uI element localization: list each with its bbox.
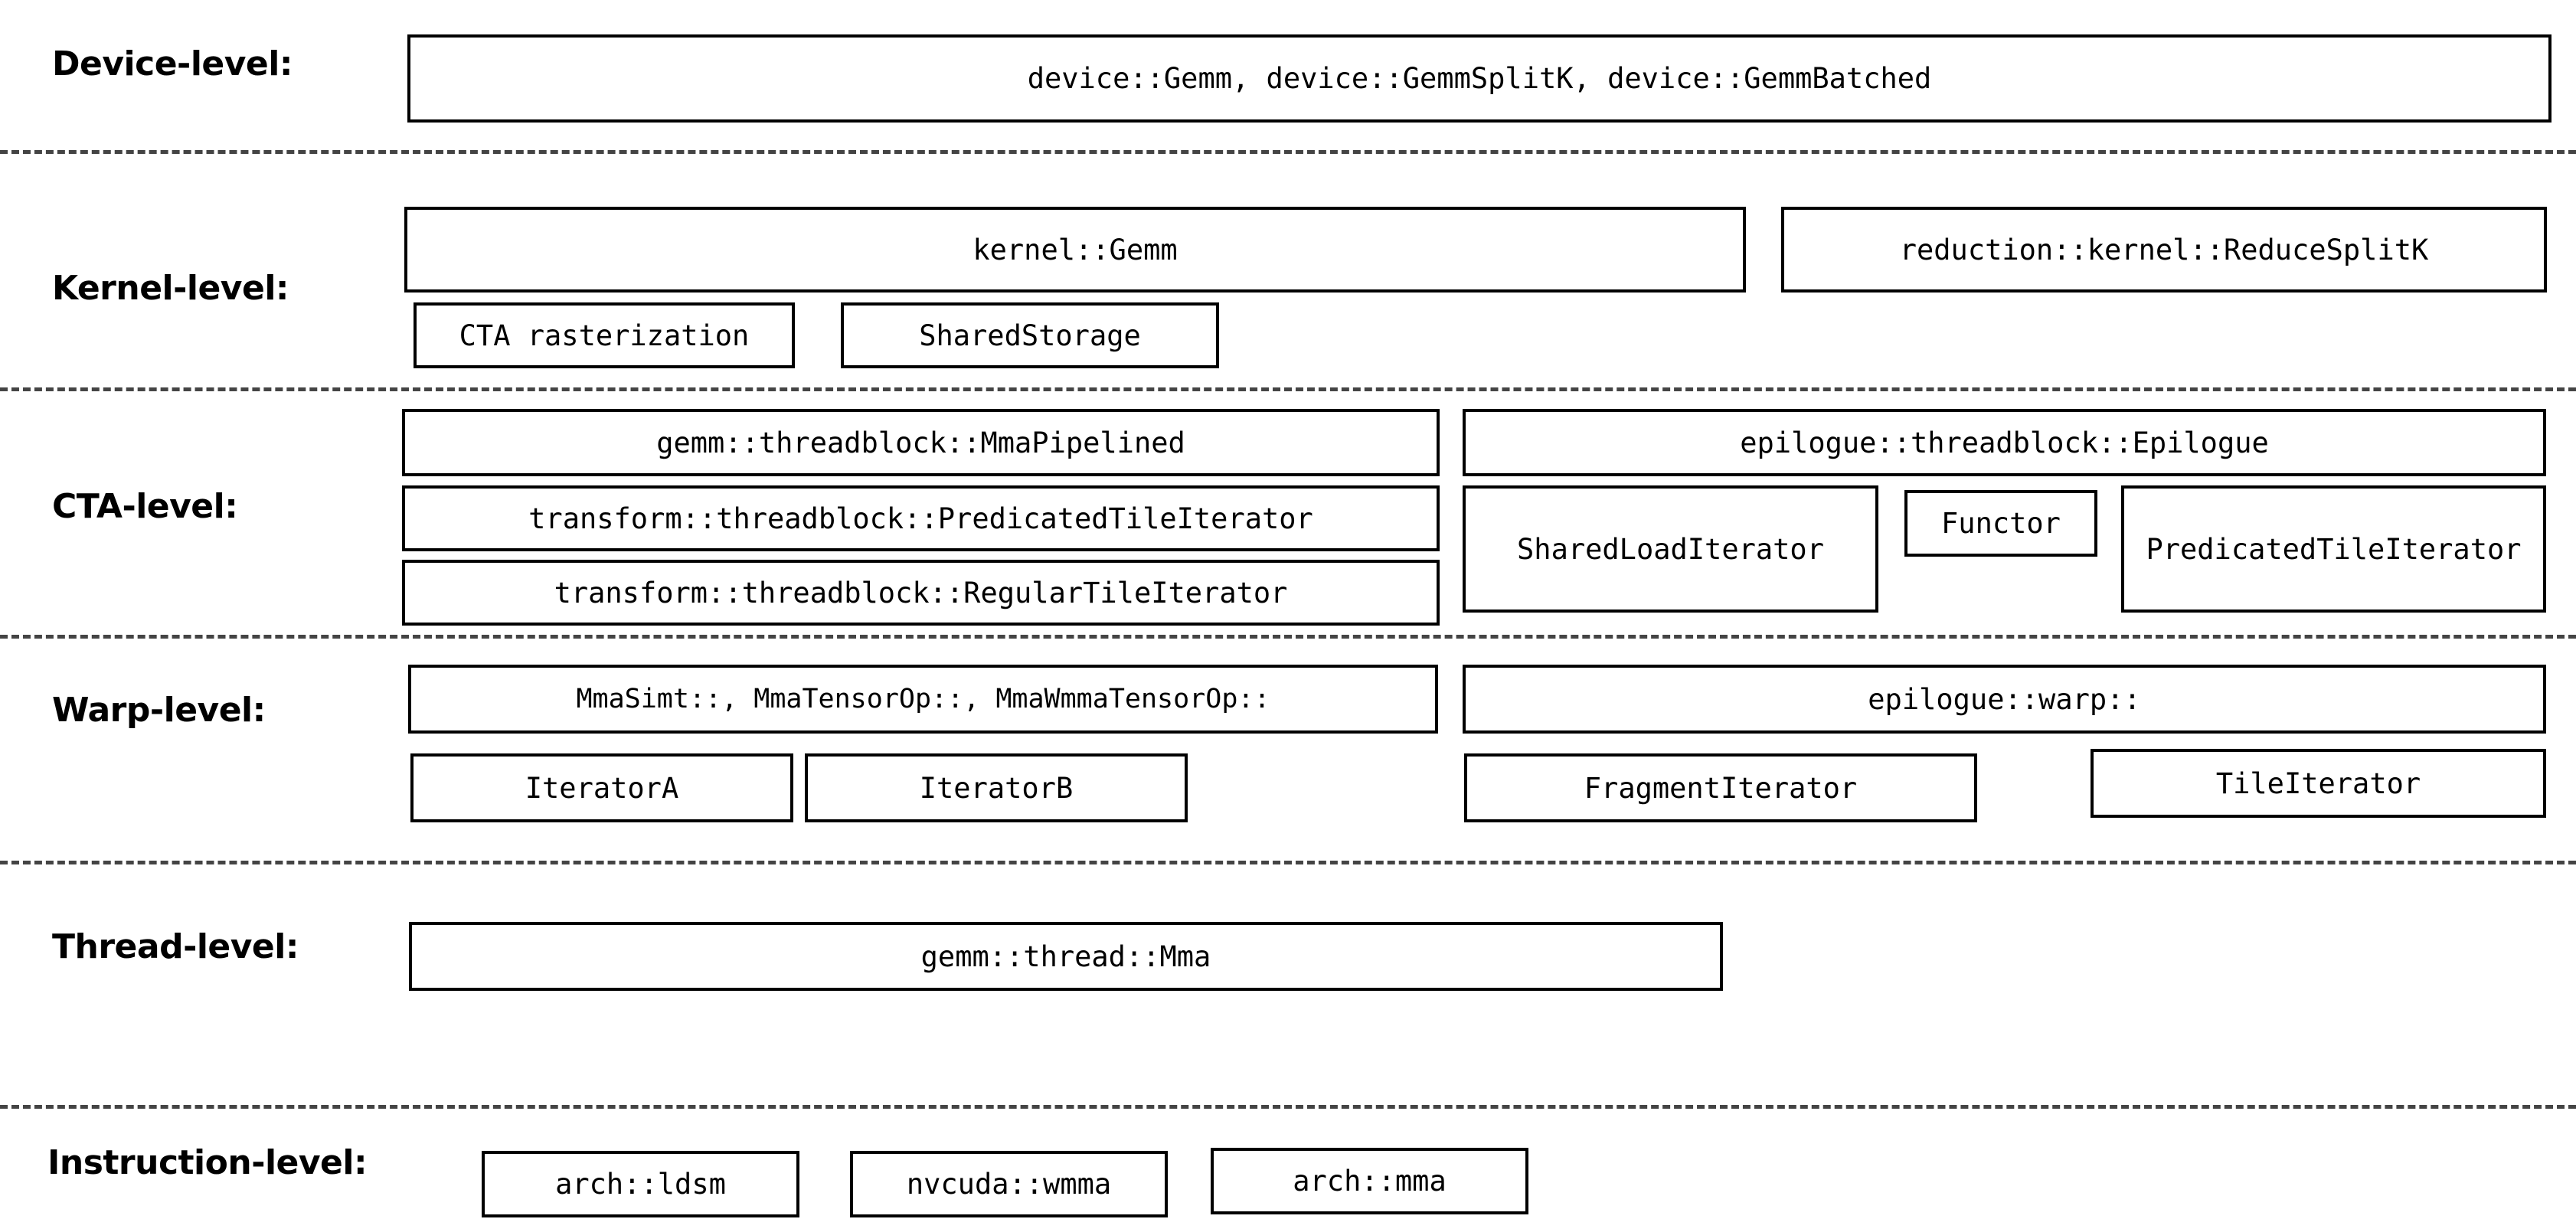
box-epilogue-threadblock-epilogue-label: epilogue::threadblock::Epilogue [1740,426,2269,459]
divider-cta-warp [0,635,2576,639]
box-gemm-threadblock-mmapipelined-label: gemm::threadblock::MmaPipelined [656,426,1185,459]
box-predicatedtileiterator-label: PredicatedTileIterator [2146,532,2522,566]
box-kernel-gemm-label: kernel::Gemm [973,233,1178,266]
box-cta-rasterization-label: CTA rasterization [459,319,750,352]
box-device-gemm-label: device::Gemm, device::GemmSplitK, device… [1027,62,1932,95]
box-iteratora-label: IteratorA [525,771,679,805]
box-gemm-thread-mma: gemm::thread::Mma [409,922,1723,991]
box-nvcuda-wmma-label: nvcuda::wmma [906,1168,1112,1201]
divider-device-kernel [0,150,2576,154]
box-mma-warp-ops: MmaSimt::, MmaTensorOp::, MmaWmmaTensorO… [408,665,1438,734]
box-functor-label: Functor [1941,507,2061,540]
box-reduction-kernel-reducesplitk-label: reduction::kernel::ReduceSplitK [1899,233,2429,266]
box-kernel-gemm: kernel::Gemm [404,207,1746,292]
box-epilogue-warp: epilogue::warp:: [1463,665,2546,734]
box-functor: Functor [1904,490,2097,557]
box-device-gemm: device::Gemm, device::GemmSplitK, device… [407,34,2551,123]
box-predicatedtileiterator: PredicatedTileIterator [2121,485,2546,613]
box-epilogue-warp-label: epilogue::warp:: [1868,682,2141,716]
level-label-instruction: Instruction-level: [47,1143,368,1182]
box-mma-warp-ops-label: MmaSimt::, MmaTensorOp::, MmaWmmaTensorO… [576,683,1270,714]
box-transform-threadblock-predicatedtileiterator-label: transform::threadblock::PredicatedTileIt… [528,502,1313,535]
level-label-thread: Thread-level: [52,927,299,966]
divider-kernel-cta [0,387,2576,391]
box-arch-mma: arch::mma [1211,1148,1528,1214]
box-tileiterator-label: TileIterator [2215,766,2421,800]
box-epilogue-threadblock-epilogue: epilogue::threadblock::Epilogue [1463,409,2546,476]
level-label-kernel: Kernel-level: [52,269,289,308]
box-gemm-threadblock-mmapipelined: gemm::threadblock::MmaPipelined [402,409,1440,476]
box-nvcuda-wmma: nvcuda::wmma [850,1151,1168,1217]
divider-warp-thread [0,861,2576,864]
box-reduction-kernel-reducesplitk: reduction::kernel::ReduceSplitK [1781,207,2547,292]
level-label-warp: Warp-level: [52,691,266,730]
box-fragmentiterator-label: FragmentIterator [1584,771,1858,805]
box-arch-mma-label: arch::mma [1293,1165,1447,1198]
box-iteratorb-label: IteratorB [919,771,1074,805]
level-label-cta: CTA-level: [52,487,238,526]
box-sharedloaditerator: SharedLoadIterator [1463,485,1878,613]
box-iteratora: IteratorA [410,753,793,822]
box-transform-threadblock-predicatedtileiterator: transform::threadblock::PredicatedTileIt… [402,485,1440,551]
box-cta-rasterization: CTA rasterization [414,302,795,368]
box-arch-ldsm: arch::ldsm [482,1151,799,1217]
box-tileiterator: TileIterator [2091,749,2546,818]
box-shared-storage: SharedStorage [841,302,1219,368]
box-shared-storage-label: SharedStorage [919,319,1141,352]
box-transform-threadblock-regulartileiterator-label: transform::threadblock::RegularTileItera… [554,576,1288,610]
level-label-device: Device-level: [52,44,293,83]
box-gemm-thread-mma-label: gemm::thread::Mma [920,940,1211,973]
box-arch-ldsm-label: arch::ldsm [555,1168,726,1201]
box-sharedloaditerator-label: SharedLoadIterator [1517,532,1824,566]
divider-thread-instruction [0,1105,2576,1109]
box-fragmentiterator: FragmentIterator [1464,753,1977,822]
box-transform-threadblock-regulartileiterator: transform::threadblock::RegularTileItera… [402,560,1440,626]
box-iteratorb: IteratorB [805,753,1188,822]
